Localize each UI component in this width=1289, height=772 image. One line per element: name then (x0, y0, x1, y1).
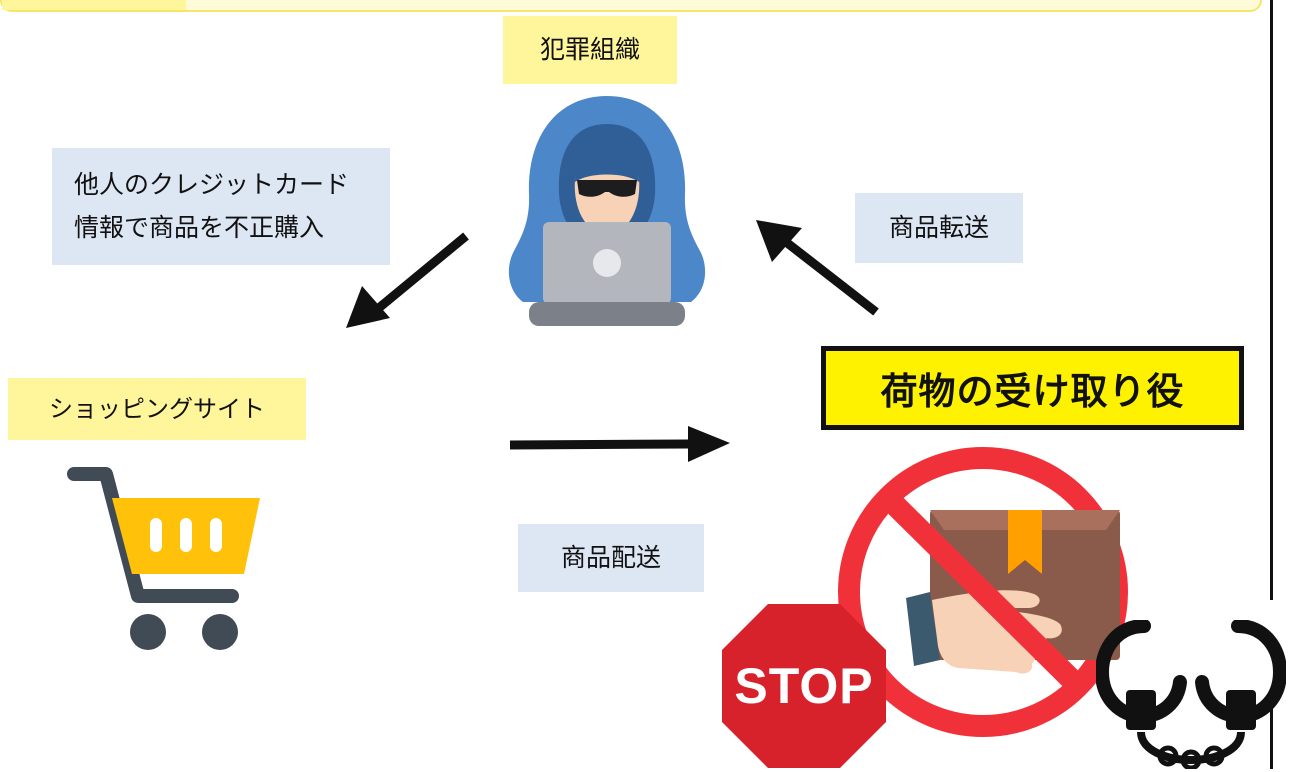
prohibited-sign-icon (880, 490, 1086, 694)
criminal-org-label: 犯罪組織 (503, 16, 677, 84)
fraud-purchase-label: 他人のクレジットカード 情報で商品を不正購入 (52, 148, 390, 265)
arrow-icon (756, 220, 879, 316)
stop-sign-text: STOP (734, 658, 874, 714)
fraud-purchase-line1: 他人のクレジットカード (74, 170, 350, 199)
right-border-lower (1270, 690, 1273, 769)
top-frame-band (0, 0, 1262, 12)
forward-label: 商品転送 (855, 193, 1023, 263)
arrow-icon (509, 426, 730, 462)
handcuffs-icon (1096, 620, 1286, 769)
receiver-role-label: 荷物の受け取り役 (821, 346, 1244, 430)
shopping-cart-icon (67, 467, 260, 650)
right-border (1270, 0, 1273, 600)
arrow-icon (346, 232, 469, 328)
shopping-site-label: ショッピングサイト (8, 378, 306, 440)
fraud-purchase-line2: 情報で商品を不正購入 (74, 212, 325, 242)
stop-sign-icon: STOP (718, 600, 890, 772)
delivery-label: 商品配送 (518, 524, 704, 592)
hacker-icon (508, 96, 706, 326)
